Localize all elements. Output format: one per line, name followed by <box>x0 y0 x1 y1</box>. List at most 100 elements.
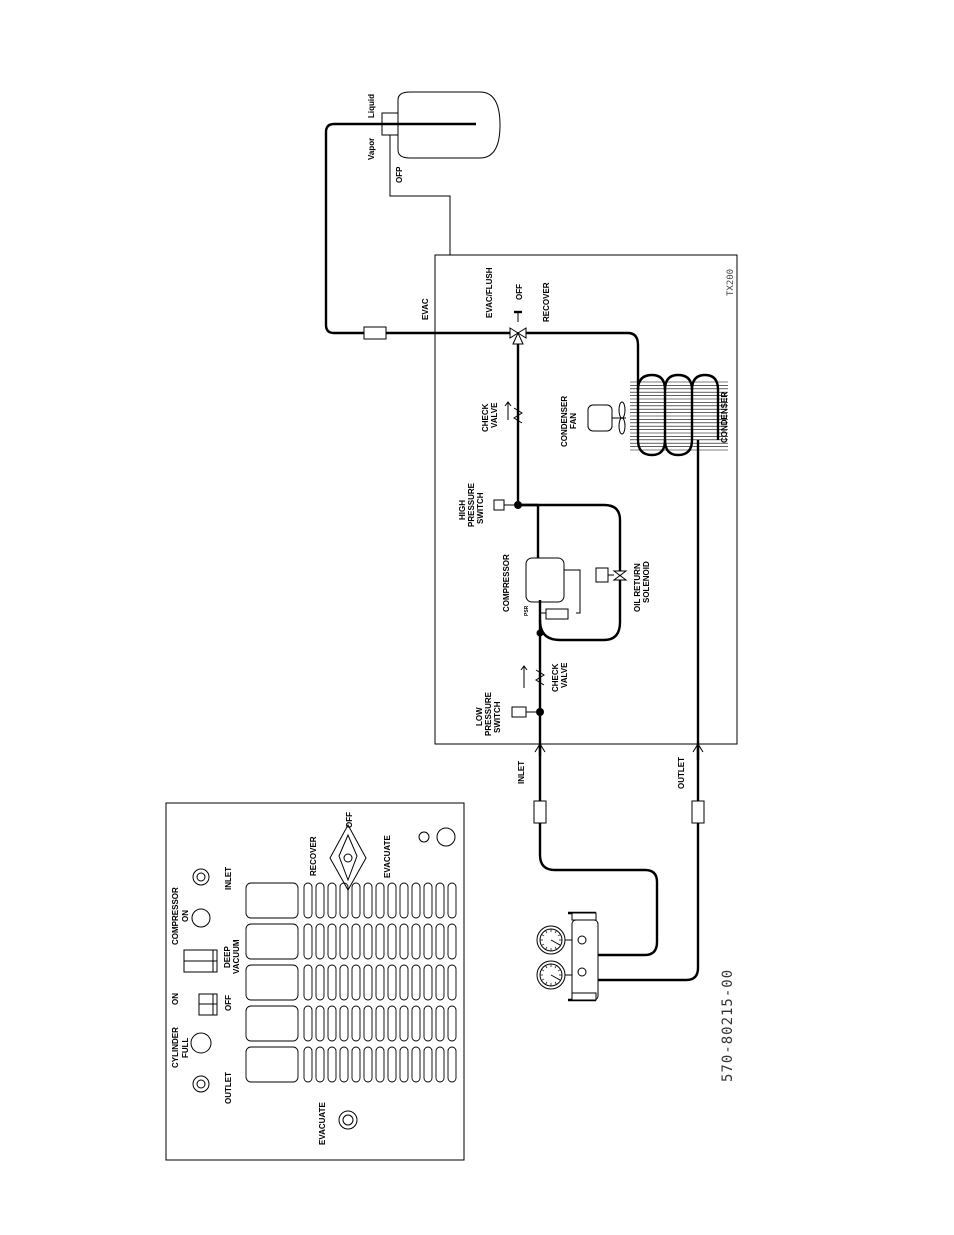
grill-slot <box>304 924 312 959</box>
gauge-tick <box>542 970 544 971</box>
grill-slot <box>304 1047 312 1082</box>
bottom-check-valve-icon <box>536 670 544 685</box>
grill-slot <box>352 1047 360 1082</box>
gauge-tick <box>558 935 560 936</box>
tx200-unit: TX200 EVAC/FLUSH OFF RECOVER CONDENSER C… <box>435 255 737 760</box>
grill-slot <box>364 883 372 918</box>
grill-slot <box>376 965 384 1000</box>
inlet-filter-icon <box>534 801 546 823</box>
grill-slot <box>412 1047 420 1082</box>
grill-slot <box>328 1006 336 1041</box>
grill-slot <box>364 924 372 959</box>
grill-slot <box>424 883 432 918</box>
gauge-tick <box>546 931 547 933</box>
grill-slot <box>436 965 444 1000</box>
grill-slot <box>388 965 396 1000</box>
grill-slot <box>412 965 420 1000</box>
grill-slot <box>316 924 324 959</box>
fan-blade-icon <box>619 402 625 418</box>
grill-slot <box>352 924 360 959</box>
grill-slot <box>400 883 408 918</box>
manifold-body-icon <box>572 920 598 1000</box>
grill-slot <box>388 924 396 959</box>
grill-slot <box>424 924 432 959</box>
condenser-fins <box>630 382 728 450</box>
panel-inlet-label: INLET <box>224 867 233 890</box>
grill-slot <box>436 883 444 918</box>
ofp-label: OFP <box>395 166 404 183</box>
grill-slot <box>448 1006 456 1041</box>
recover-line <box>526 333 638 390</box>
manifold-bottom-cap-icon <box>572 993 596 1000</box>
top-check-label-1: CHECK <box>481 403 490 432</box>
panel-vacuum-label: VACUUM <box>232 939 241 974</box>
grill-slot <box>412 924 420 959</box>
grill-slot <box>412 1006 420 1041</box>
fan-blade-icon <box>619 418 625 434</box>
grill-slot <box>352 883 360 918</box>
panel-full-label: FULL <box>181 1037 190 1058</box>
junction-dot <box>536 708 544 716</box>
grill-slot <box>328 883 336 918</box>
panel-outlet-label: OUTLET <box>224 1072 233 1104</box>
grill-slot <box>376 883 384 918</box>
condenser-label: CONDENSER <box>720 392 729 443</box>
top-check-valve-icon <box>514 408 522 423</box>
grill-block <box>246 965 298 1000</box>
grill-slot <box>352 1006 360 1041</box>
vapor-label: Vapor <box>367 138 376 160</box>
panel-deep-label: DEEP <box>223 946 232 968</box>
grill-slot <box>316 1006 324 1041</box>
gauge-tick <box>555 947 556 949</box>
compressor-label: COMPRESSOR <box>502 554 511 612</box>
psr-label: PSR <box>524 605 530 616</box>
panel-recover-label: RECOVER <box>309 836 318 876</box>
grill-slot <box>376 1006 384 1041</box>
grill-slot <box>388 883 396 918</box>
grill-slot <box>436 924 444 959</box>
grill-slot <box>448 965 456 1000</box>
panel-knob-off-label: OFF <box>345 812 354 828</box>
compressor-relay-icon <box>546 609 568 619</box>
condenser-fan-motor-icon <box>588 405 612 431</box>
grill-slot <box>364 1047 372 1082</box>
hps-label-3: SWITCH <box>476 492 485 524</box>
gauge-tick <box>542 944 544 945</box>
inlet-label: INLET <box>517 761 526 784</box>
compressor-icon <box>526 558 564 602</box>
panel-compressor-label: COMPRESSOR <box>171 887 180 945</box>
part-number: 570-80215-00 <box>720 969 736 1082</box>
grill-slot <box>304 965 312 1000</box>
grill-slot <box>436 1006 444 1041</box>
grill-slot <box>424 965 432 1000</box>
gauge-tick <box>555 982 556 984</box>
oil-return-solenoid-valve-icon <box>614 571 626 580</box>
panel-cylinder-label: CYLINDER <box>171 1027 180 1068</box>
hps-label-2: PRESSURE <box>467 482 476 527</box>
grill-slot <box>316 883 324 918</box>
gauge-tick <box>555 931 556 933</box>
grill-slot <box>448 924 456 959</box>
grill-slot <box>424 1047 432 1082</box>
gauge-tick <box>542 935 544 936</box>
grill-slot <box>340 1006 348 1041</box>
liquid-label: Liquid <box>367 94 376 118</box>
grill-slot <box>448 1047 456 1082</box>
oil-return-label-1: OIL RETURN <box>633 563 642 612</box>
compressor-return <box>564 570 580 613</box>
oil-return-label-2: SOLENOID <box>642 561 651 603</box>
lps-label-1: LOW <box>475 707 484 726</box>
gauge-tick <box>546 982 547 984</box>
hose-filter-icon <box>364 327 386 339</box>
panel-evacuate-knob-label: EVACUATE <box>383 835 392 878</box>
recovery-cylinder: Liquid Vapor OFP <box>367 92 500 255</box>
lps-label-3: SWITCH <box>493 701 502 733</box>
panel-on-label: ON <box>171 993 180 1005</box>
panel-compressor-on-label: ON <box>181 910 190 922</box>
gauge-manifold <box>537 913 598 1000</box>
grill-slot <box>328 965 336 1000</box>
low-pressure-switch-icon <box>512 707 526 717</box>
grill-slot <box>352 965 360 1000</box>
grill-slot <box>400 1047 408 1082</box>
bottom-check-label-1: CHECK <box>551 663 560 692</box>
